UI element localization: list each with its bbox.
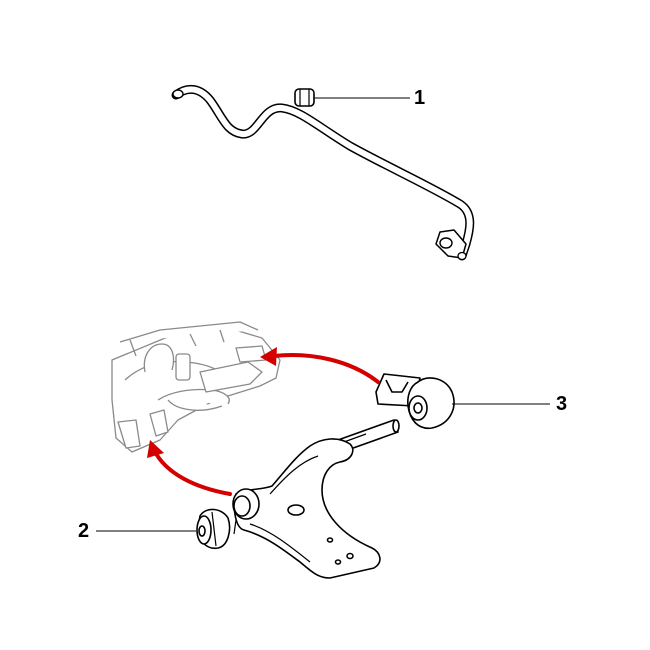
subframe — [111, 321, 281, 453]
stabilizer-bar — [171, 84, 475, 261]
red-arrows — [152, 353, 380, 496]
front-bushing-part — [196, 508, 231, 550]
arrowhead-rear — [260, 347, 277, 366]
stabilizer-bushing-part — [294, 88, 315, 107]
arrowhead-front — [147, 440, 164, 458]
callout-number-3: 3 — [556, 393, 568, 415]
arrow-front-bushing — [152, 448, 232, 496]
callout-number-1: 1 — [414, 87, 426, 109]
lower-control-arm — [232, 419, 400, 579]
arrow-rear-bushing — [272, 353, 380, 384]
rear-bushing-part — [375, 373, 455, 430]
callout-number-2: 2 — [78, 520, 90, 542]
